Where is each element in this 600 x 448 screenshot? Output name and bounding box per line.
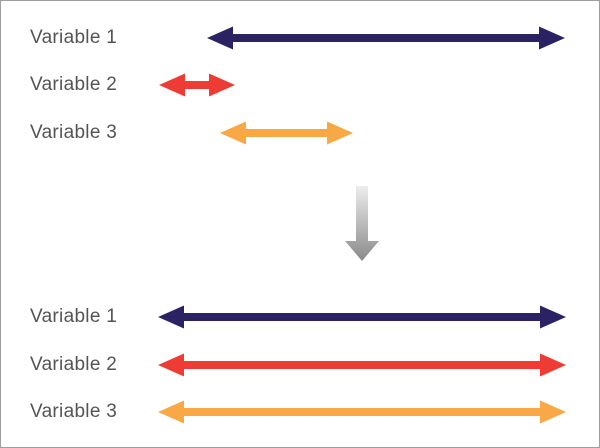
after-variable-2-label: Variable 2 (30, 354, 118, 375)
after-variable-3-label: Variable 3 (30, 401, 118, 422)
double-arrow-icon (220, 121, 353, 145)
down-arrow-shape (345, 186, 379, 261)
after-variable-3-range-arrow (158, 400, 566, 424)
before-variable-2-label: Variable 2 (30, 74, 118, 95)
double-arrow-icon (158, 353, 566, 377)
double-arrow-icon (159, 73, 235, 97)
before-variable-1-label: Variable 1 (30, 27, 118, 48)
after-variable-1-range-arrow (158, 305, 566, 329)
down-arrow-icon (345, 186, 379, 261)
double-arrow-icon (207, 26, 565, 50)
after-variable-1-label: Variable 1 (30, 306, 118, 327)
before-variable-2-range-arrow (159, 73, 235, 97)
double-arrow-icon (158, 400, 566, 424)
before-variable-3-range-arrow (220, 121, 353, 145)
after-variable-2-range-arrow (158, 353, 566, 377)
before-variable-3-label: Variable 3 (30, 122, 118, 143)
before-variable-1-range-arrow (207, 26, 565, 50)
double-arrow-icon (158, 305, 566, 329)
